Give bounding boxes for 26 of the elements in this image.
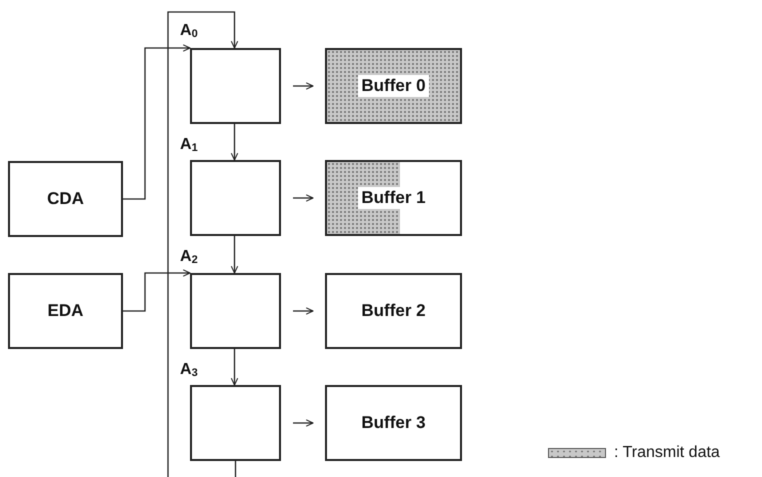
arrow [293,82,314,90]
arrow [293,307,314,315]
arrow [230,124,238,161]
descriptor-box [190,160,281,236]
address-label: A$_{1}$ [180,136,198,154]
arrow [293,419,314,427]
arrow [293,194,314,202]
address-label: A$_{3}$ [180,361,198,379]
descriptor-box [190,385,281,461]
source-box [8,161,123,237]
address-label: A$_{2}$ [180,248,198,266]
arrow [230,349,238,386]
source-box [8,273,123,349]
buffer-box [325,160,462,236]
box-label: Buffer 0 [358,75,429,97]
buffer-box [325,48,462,124]
arrow [123,269,191,312]
descriptor-box [190,273,281,349]
address-label: A$_{0}$ [180,22,198,40]
arrow [167,11,238,477]
buffer-box [325,385,462,461]
arrow [230,236,238,274]
descriptor-box [190,48,281,124]
legend-label: : Transmit data [614,444,720,462]
arrow [123,44,191,200]
buffer-box [325,273,462,349]
